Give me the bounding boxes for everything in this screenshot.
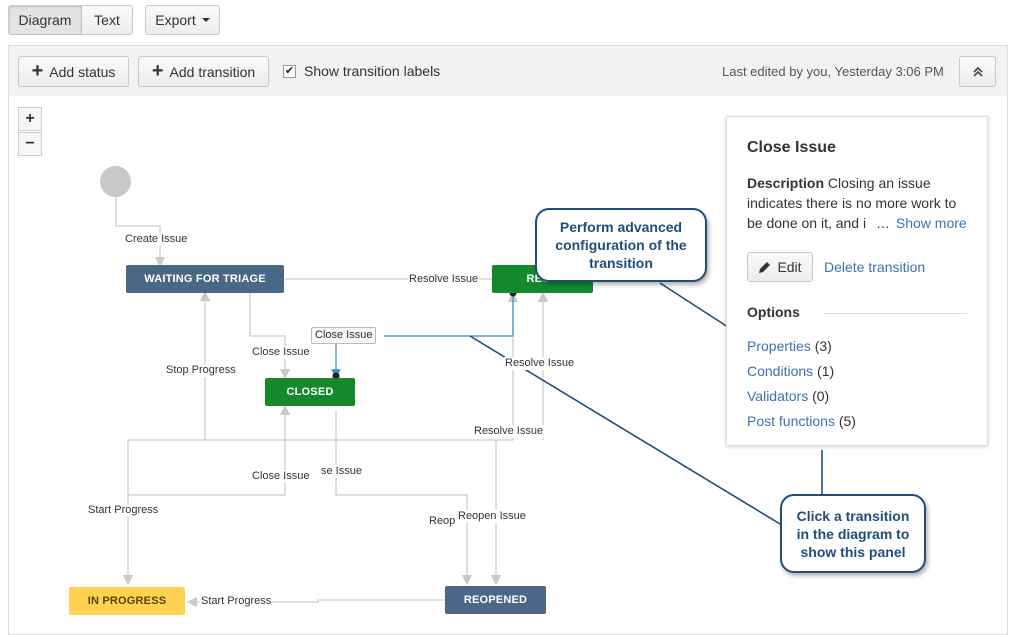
tab-text[interactable]: Text bbox=[81, 5, 133, 35]
transition-stop-progress[interactable]: Stop Progress bbox=[165, 364, 237, 377]
add-transition-button[interactable]: + Add transition bbox=[138, 56, 269, 87]
callout-click-transition: Click a transition in the diagram to sho… bbox=[780, 494, 926, 573]
status-closed[interactable]: CLOSED bbox=[265, 378, 355, 406]
transition-resolve-issue[interactable]: Resolve Issue bbox=[408, 273, 480, 286]
status-reopened[interactable]: REOPENED bbox=[445, 586, 546, 614]
option-count: (5) bbox=[838, 413, 856, 429]
transition-close-issue[interactable]: Close Issue bbox=[251, 470, 311, 483]
edit-button[interactable]: Edit bbox=[747, 252, 813, 282]
start-node[interactable] bbox=[100, 166, 131, 197]
zoom-out-button[interactable]: − bbox=[18, 132, 42, 156]
transition-resolve-issue[interactable]: Resolve Issue bbox=[473, 425, 545, 438]
transition-close-issue[interactable]: Close Issue bbox=[251, 346, 311, 359]
plus-icon: + bbox=[151, 59, 164, 82]
description-ellipsis: … bbox=[876, 215, 890, 231]
export-dropdown[interactable]: Export bbox=[145, 5, 220, 35]
option-link[interactable]: Conditions bbox=[747, 363, 814, 379]
description-text: Closing an issue indicates there is no m… bbox=[747, 175, 957, 231]
transition-reopen-issue[interactable]: Reopen Issue bbox=[457, 510, 527, 523]
transition-start-progress[interactable]: Start Progress bbox=[87, 504, 160, 517]
callout-advanced-configuration: Perform advanced configuration of the tr… bbox=[535, 208, 707, 282]
tab-diagram[interactable]: Diagram bbox=[8, 5, 82, 35]
option-link[interactable]: Properties bbox=[747, 338, 811, 354]
pencil-icon bbox=[759, 261, 771, 273]
status-waiting-for-triage[interactable]: WAITING FOR TRIAGE bbox=[126, 265, 284, 293]
delete-transition-link[interactable]: Delete transition bbox=[824, 259, 926, 275]
option-count: (3) bbox=[814, 338, 832, 354]
option-link[interactable]: Post functions bbox=[747, 413, 835, 429]
workflow-toolbar: + Add status + Add transition ✔ Show tra… bbox=[8, 45, 1008, 97]
plus-icon: + bbox=[31, 59, 44, 82]
option-conditions: Conditions (1) bbox=[747, 359, 856, 384]
description-label: Description bbox=[747, 175, 825, 191]
transition-close-issue-selected[interactable]: Close Issue bbox=[311, 327, 377, 344]
callout-text: Click a transition in the diagram to sho… bbox=[796, 507, 910, 560]
status-label: CLOSED bbox=[286, 386, 334, 398]
show-labels-toggle[interactable]: ✔ Show transition labels bbox=[283, 63, 440, 79]
show-labels-checkbox[interactable]: ✔ bbox=[283, 64, 296, 78]
edit-label: Edit bbox=[777, 259, 802, 275]
show-more-link[interactable]: Show more bbox=[895, 215, 967, 231]
options-heading: Options bbox=[747, 304, 800, 320]
panel-title: Close Issue bbox=[747, 139, 836, 156]
zoom-in-label: + bbox=[25, 110, 35, 127]
options-list: Properties (3) Conditions (1) Validators… bbox=[747, 334, 856, 434]
option-properties: Properties (3) bbox=[747, 334, 856, 359]
status-label: REOPENED bbox=[463, 594, 528, 606]
last-edited-text: Last edited by you, Yesterday 3:06 PM bbox=[722, 64, 944, 79]
option-count: (0) bbox=[812, 388, 830, 404]
zoom-out-label: − bbox=[25, 135, 35, 152]
collapse-button[interactable] bbox=[959, 56, 996, 87]
options-divider bbox=[823, 313, 967, 314]
status-label: IN PROGRESS bbox=[87, 595, 167, 607]
chevron-down-icon bbox=[201, 18, 210, 22]
option-validators: Validators (0) bbox=[747, 384, 856, 409]
tab-diagram-label: Diagram bbox=[18, 12, 72, 28]
status-in-progress[interactable]: IN PROGRESS bbox=[69, 587, 185, 615]
option-link[interactable]: Validators bbox=[747, 388, 809, 404]
transition-create-issue[interactable]: Create Issue bbox=[124, 233, 189, 246]
option-post-functions: Post functions (5) bbox=[747, 409, 856, 434]
transition-close-issue[interactable]: se Issue bbox=[320, 465, 363, 478]
transition-reopen-issue[interactable]: Reop bbox=[428, 515, 457, 528]
transition-start-progress[interactable]: Start Progress bbox=[200, 595, 273, 608]
export-label: Export bbox=[155, 12, 196, 28]
panel-description: Description Closing an issue indicates t… bbox=[747, 173, 975, 233]
transition-properties-panel: Close Issue Description Closing an issue… bbox=[726, 116, 988, 446]
status-label: WAITING FOR TRIAGE bbox=[144, 273, 266, 285]
option-count: (1) bbox=[817, 363, 835, 379]
double-chevron-up-icon bbox=[972, 66, 983, 77]
add-status-button[interactable]: + Add status bbox=[18, 56, 129, 87]
add-transition-label: Add transition bbox=[169, 63, 256, 80]
add-status-label: Add status bbox=[49, 63, 116, 80]
transition-resolve-issue[interactable]: Resolve Issue bbox=[504, 357, 576, 370]
callout-text: Perform advanced configuration of the tr… bbox=[555, 219, 687, 271]
show-labels-label: Show transition labels bbox=[304, 63, 441, 79]
tab-text-label: Text bbox=[94, 12, 120, 28]
zoom-in-button[interactable]: + bbox=[18, 107, 42, 131]
